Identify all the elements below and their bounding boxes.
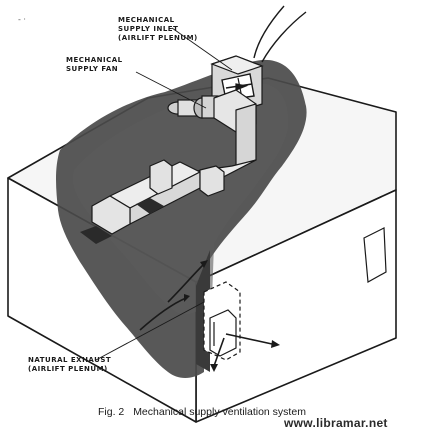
watermark: www.libramar.net bbox=[284, 416, 388, 430]
label-line: (AIRLIFT PLENUM) bbox=[118, 34, 198, 42]
side-hatch bbox=[363, 227, 387, 283]
figure-number: Fig. 2 bbox=[98, 406, 125, 418]
label-natural-exhaust: NATURAL EXHAUST (AIRLIFT PLENUM) bbox=[28, 356, 111, 374]
label-line: SUPPLY INLET bbox=[118, 25, 179, 33]
label-line: NATURAL EXHAUST bbox=[28, 356, 112, 364]
label-line: MECHANICAL bbox=[118, 16, 175, 24]
arrowheads bbox=[184, 260, 280, 372]
exhaust-air-flow bbox=[139, 263, 273, 367]
label-line: MECHANICAL bbox=[66, 56, 123, 64]
supply-air-flow bbox=[253, 5, 307, 63]
label-supply-inlet: MECHANICAL SUPPLY INLET (AIRLIFT PLENUM) bbox=[118, 16, 198, 43]
corner-mark: - · bbox=[18, 15, 26, 24]
label-line: SUPPLY FAN bbox=[66, 65, 119, 73]
label-supply-fan: MECHANICAL SUPPLY FAN bbox=[66, 56, 123, 74]
duct-outlets bbox=[80, 198, 164, 244]
leader-lines bbox=[95, 27, 233, 361]
natural-exhaust-plenum bbox=[203, 281, 241, 361]
figure-caption: Fig. 2 Mechanical supply ventilation sys… bbox=[98, 406, 306, 418]
label-line: (AIRLIFT PLENUM) bbox=[28, 365, 108, 373]
supply-duct bbox=[91, 89, 257, 235]
figure-caption-text: Mechanical supply ventilation system bbox=[133, 406, 306, 418]
